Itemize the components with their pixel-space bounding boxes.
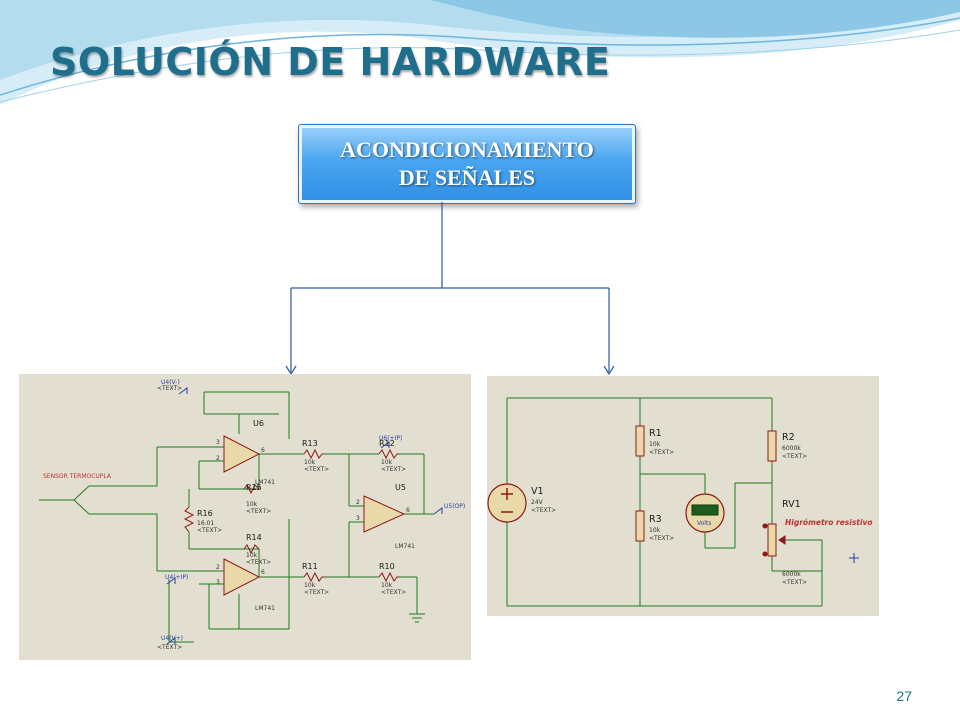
r11-value: 10k <box>304 582 316 589</box>
v1-label: V1 <box>531 486 544 497</box>
r11-text: <TEXT> <box>304 589 329 596</box>
hygrometer-circuit-panel: Volts V1 24V <TEXT> R1 10k <TEXT> R3 10k… <box>487 376 879 616</box>
rv1-description: Higrómetro resistivo <box>785 518 873 527</box>
r3-symbol <box>635 510 645 542</box>
rv1-text: <TEXT> <box>782 579 807 586</box>
u4-vplus-text: <TEXT> <box>157 644 182 651</box>
u6-pin3: 3 <box>216 439 220 446</box>
r12-text: <TEXT> <box>381 466 406 473</box>
r16-text: <TEXT> <box>197 527 222 534</box>
u4-pin3: 3 <box>216 579 220 586</box>
u4-vminus-text: <TEXT> <box>157 385 182 392</box>
r16-value: 16.01 <box>197 520 214 527</box>
r16-label: R16 <box>197 509 213 518</box>
r3-value: 10k <box>649 527 661 534</box>
voltmeter-icon <box>685 493 725 533</box>
u6-label: U6 <box>253 419 264 428</box>
r12-label: R12 <box>379 439 395 448</box>
r1-symbol <box>635 425 645 457</box>
wiper-dot-top <box>762 523 768 529</box>
u5-pin3: 3 <box>356 515 360 522</box>
r13-value: 10k <box>304 459 316 466</box>
r3-text: <TEXT> <box>649 535 674 542</box>
page-number: 27 <box>896 688 912 704</box>
u4-part: LM741 <box>255 605 275 612</box>
u4-ip-probe: U4(+IP) <box>165 574 188 581</box>
u5-part: LM741 <box>395 543 415 550</box>
signal-conditioning-block: ACONDICIONAMIENTO DE SEÑALES <box>298 124 636 204</box>
rv1-label: RV1 <box>782 499 801 510</box>
r12-value: 10k <box>381 459 393 466</box>
u4-pin2: 2 <box>216 564 220 571</box>
opamp-u5-symbol <box>363 495 406 533</box>
r15-label: R15 <box>246 483 262 492</box>
u6-part: LM741 <box>255 479 275 486</box>
u6-pin6: 6 <box>261 447 265 454</box>
rv1-value: 6000k <box>782 571 801 578</box>
r14-text: <TEXT> <box>246 559 271 566</box>
r1-label: R1 <box>649 428 662 439</box>
u4-vminus-probe: U4(V-) <box>161 379 180 386</box>
r14-label: R14 <box>246 533 262 542</box>
u6-pin2: 2 <box>216 455 220 462</box>
u5-op-probe: U5(OP) <box>444 503 465 510</box>
u5-pin2: 2 <box>356 499 360 506</box>
r13-text: <TEXT> <box>304 466 329 473</box>
wiper-dot-bottom <box>762 551 768 557</box>
thermocouple-circuit-panel: SENSOR TERMOCUPLA U6 U5 LM741 LM741 LM74… <box>19 374 471 660</box>
meter-unit: Volts <box>697 520 711 527</box>
u6-ip-probe: U6(+IP) <box>379 435 402 442</box>
crosshair-icon <box>849 553 859 563</box>
r10-value: 10k <box>381 582 393 589</box>
sensor-label: SENSOR TERMOCUPLA <box>43 473 112 480</box>
r2-text: <TEXT> <box>782 453 807 460</box>
rv1-symbol <box>767 523 777 557</box>
block-label-line2: DE SEÑALES <box>398 165 536 190</box>
r2-label: R2 <box>782 432 795 443</box>
r13-label: R13 <box>302 439 318 448</box>
r2-value: 6000k <box>782 445 801 452</box>
opamp-u4-symbol <box>223 558 261 596</box>
r11-label: R11 <box>302 562 318 571</box>
arrow-head-right <box>603 365 615 376</box>
slide-title: SOLUCIÓN DE HARDWARE <box>50 40 611 84</box>
block-label-line1: ACONDICIONAMIENTO <box>340 137 594 162</box>
r1-value: 10k <box>649 441 661 448</box>
arrow-head-left <box>285 365 297 376</box>
r3-label: R3 <box>649 514 662 525</box>
u4-pin6: 6 <box>261 569 265 576</box>
r14-value: 10k <box>246 552 258 559</box>
opamp-u6-symbol <box>223 435 261 473</box>
r10-label: R10 <box>379 562 395 571</box>
battery-v1-symbol <box>487 483 527 523</box>
u5-label: U5 <box>395 483 406 492</box>
ground-symbol <box>409 613 425 623</box>
v1-text: <TEXT> <box>531 507 556 514</box>
u4-vplus-probe: U4(V+) <box>161 635 183 642</box>
v1-value: 24V <box>531 499 544 506</box>
r15-value: 10k <box>246 501 258 508</box>
header-wave-decoration <box>0 0 960 105</box>
r10-text: <TEXT> <box>381 589 406 596</box>
r1-text: <TEXT> <box>649 449 674 456</box>
r15-text: <TEXT> <box>246 508 271 515</box>
r2-symbol <box>767 430 777 462</box>
u5-pin6: 6 <box>406 507 410 514</box>
